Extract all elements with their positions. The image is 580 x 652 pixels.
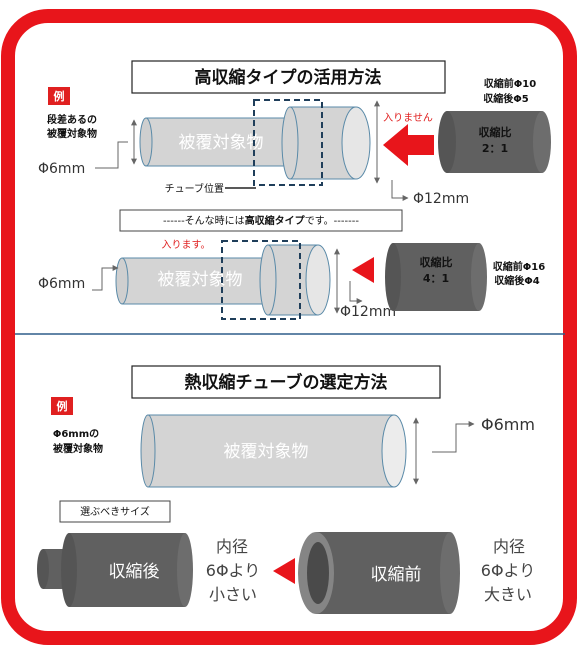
after-label: 収縮後 [109, 562, 160, 582]
red-triangle-1 [352, 257, 374, 283]
before-tube-right-end [440, 532, 460, 614]
object3-right-end [381, 414, 407, 488]
before-label: 収縮前 [371, 565, 422, 585]
object2-large-right-end [305, 244, 331, 316]
choose-box [59, 500, 171, 523]
object3-label: 被覆対象物 [224, 442, 309, 462]
object-small-body [145, 117, 307, 167]
banner-prefix: ------そんな時には [163, 215, 245, 227]
tube-position-box [253, 99, 323, 186]
red-triangle-2 [273, 558, 295, 584]
tube-a-right-end [533, 111, 551, 173]
before-tube-left-hole [307, 542, 329, 604]
fit-label: 入ります。 [162, 239, 211, 251]
tube-b-ratio: 4：1 [423, 272, 449, 285]
tube-b-left-end [385, 243, 401, 311]
outer-red-frame [1, 9, 577, 645]
choose-label: 選ぶべきサイズ [80, 505, 150, 518]
tube-a-ratio: 2：1 [482, 142, 508, 155]
after-tube-body [69, 533, 185, 607]
tube-b-after: 収縮後Φ4 [494, 274, 540, 287]
banner-text: ------そんな時には高収縮タイプです。------- [163, 214, 359, 227]
section1-target-desc-2: 被覆対象物 [47, 127, 97, 140]
tube-a-left-end [438, 111, 456, 173]
after-tube-left-end [61, 533, 77, 607]
section1-title-box [131, 60, 446, 94]
tube-a-after: 収縮後Φ5 [483, 92, 529, 105]
before-note-1: 内径 [493, 537, 525, 556]
section2-title-box [131, 365, 441, 399]
tube-position-label: チューブ位置 [165, 182, 224, 195]
section1-badge [48, 87, 70, 105]
before-tube-body [316, 532, 450, 614]
object3-left-end [140, 414, 156, 488]
tube-a-ratio-label: 収縮比 [479, 125, 512, 139]
tube-a-body [447, 111, 542, 173]
dim2-small-label: Φ6mm [38, 276, 85, 292]
after-tube-right-end [177, 533, 193, 607]
after-note-1: 内径 [216, 537, 248, 556]
section1-target-desc-1: 段差あるの [47, 113, 97, 126]
section2-badge [51, 397, 73, 415]
tube-a-before: 収縮前Φ10 [484, 77, 536, 90]
object-label: 被覆対象物 [179, 133, 264, 153]
object-large-right-end [341, 106, 371, 180]
section2-target-desc-1: Φ6mmの [53, 429, 99, 440]
object-large-left-end [281, 106, 299, 180]
dim2-small-leader [92, 265, 119, 291]
dim3-leader [432, 421, 475, 453]
red-block-arrow [383, 124, 434, 166]
object2-label: 被覆対象物 [158, 270, 243, 290]
banner-box [119, 209, 403, 232]
section2-title: 熱収縮チューブの選定方法 [185, 372, 388, 393]
no-fit-label: 入りません [383, 112, 433, 124]
after-note-2: 6Φより [206, 561, 260, 580]
tube-b-before: 収縮前Φ16 [493, 260, 545, 273]
object2-small-left-end [115, 257, 129, 305]
before-note-3: 大きい [484, 585, 532, 604]
object3-body [147, 414, 395, 488]
section2-target-desc-2: 被覆対象物 [53, 442, 103, 455]
tube-b-body [393, 243, 479, 311]
object2-large-left-end [259, 244, 277, 316]
dim-small-label: Φ6mm [38, 161, 85, 177]
banner-suffix: です。------- [305, 215, 360, 227]
after-note-3: 小さい [209, 585, 257, 604]
section1-badge-text: 例 [54, 89, 65, 103]
object-small-left-end [139, 117, 153, 167]
section1-title: 高収縮タイプの活用方法 [195, 67, 382, 88]
section2-badge-text: 例 [57, 399, 68, 413]
dim-small-leader [95, 141, 128, 169]
dim2-large-leader [349, 281, 363, 304]
dim-large-leader [391, 180, 409, 201]
tube-b-right-end [471, 243, 487, 311]
dim-large-label: Φ12mm [413, 191, 469, 207]
tube-b-ratio-label: 収縮比 [420, 255, 453, 269]
tube2-position-box [221, 240, 301, 320]
dim3-label: Φ6mm [481, 415, 535, 434]
dim2-large-label: Φ12mm [340, 304, 396, 320]
banner-emphasis: 高収縮タイプ [245, 214, 306, 227]
before-note-2: 6Φより [481, 561, 535, 580]
after-tube-neck-end [37, 549, 49, 589]
